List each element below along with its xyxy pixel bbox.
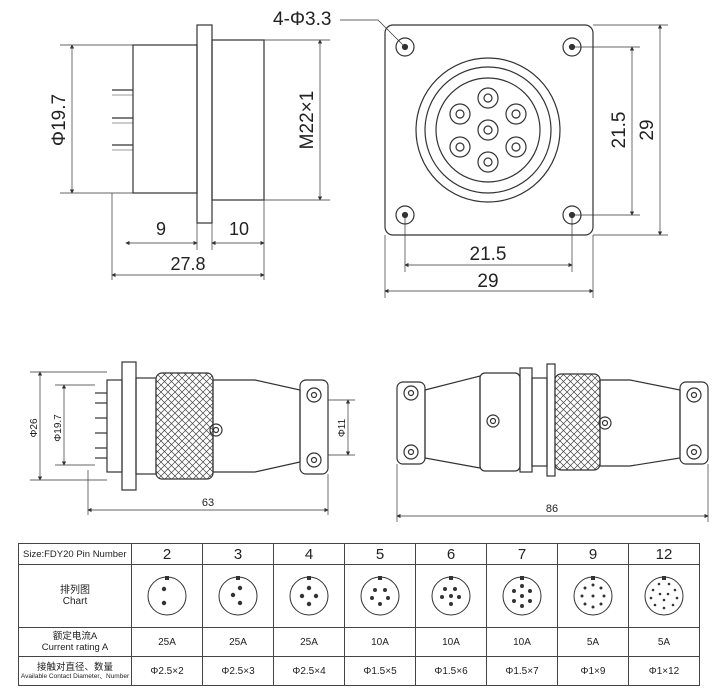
pin-count-4: 4 xyxy=(273,543,345,565)
current-row-header: 额定电流A Current rating A xyxy=(18,627,132,657)
contact-value: Φ1.5×7 xyxy=(486,656,558,686)
dim-phi-26: Φ26 xyxy=(29,418,40,438)
pin-layout-2 xyxy=(147,576,187,616)
receptacle-front-view xyxy=(340,19,668,298)
current-value: 10A xyxy=(415,627,487,657)
pin-count-12: 12 xyxy=(628,543,700,565)
pin-count-6: 6 xyxy=(415,543,487,565)
contact-value: Φ1×12 xyxy=(628,656,700,686)
chart-row-header: 排列图 Chart xyxy=(18,564,132,628)
pin-spec-table: Size:FDY20 Pin Number 2 3 4 5 6 7 9 12 排… xyxy=(18,543,700,686)
dim-phi-19-7-plug: Φ19.7 xyxy=(53,414,64,442)
contact-row-cn: 接触对直径、数量 xyxy=(36,661,113,673)
pin-count-9: 9 xyxy=(557,543,629,565)
pin-layout-4 xyxy=(289,576,329,616)
chart-row-cn: 排列图 xyxy=(60,585,90,596)
pin-layout-cell xyxy=(131,564,203,628)
table-row-contact: 接触对直径、数量 Available Contact Diameter、Numb… xyxy=(18,656,700,686)
dim-86: 86 xyxy=(546,503,558,515)
current-value: 10A xyxy=(344,627,416,657)
table-row-chart: 排列图 Chart xyxy=(18,564,700,628)
pin-layout-cell xyxy=(557,564,629,628)
table-title: Size:FDY20 Pin Number xyxy=(18,543,132,565)
current-value: 25A xyxy=(273,627,345,657)
current-row-cn: 额定电流A xyxy=(52,631,98,642)
dim-29-horizontal: 29 xyxy=(477,271,498,292)
dim-27-8: 27.8 xyxy=(170,254,205,274)
contact-value: Φ2.5×2 xyxy=(131,656,203,686)
plug-assembly-86 xyxy=(396,363,709,522)
dim-phi-19-7: Φ19.7 xyxy=(49,94,70,146)
dim-21-5-horizontal: 21.5 xyxy=(470,244,507,265)
contact-value: Φ2.5×4 xyxy=(273,656,345,686)
contact-value: Φ1.5×5 xyxy=(344,656,416,686)
pin-layout-7 xyxy=(502,576,542,616)
dim-21-5-vertical: 21.5 xyxy=(609,112,630,149)
pin-layout-9 xyxy=(573,576,613,616)
table-row-pin-number: Size:FDY20 Pin Number 2 3 4 5 6 7 9 12 xyxy=(18,543,700,565)
current-value: 5A xyxy=(557,627,629,657)
current-value: 10A xyxy=(486,627,558,657)
pin-layout-cell xyxy=(273,564,345,628)
pin-count-3: 3 xyxy=(202,543,274,565)
dim-9: 9 xyxy=(156,219,166,239)
contact-row-header: 接触对直径、数量 Available Contact Diameter、Numb… xyxy=(18,656,132,686)
contact-value: Φ1.5×6 xyxy=(415,656,487,686)
contact-value: Φ2.5×3 xyxy=(202,656,274,686)
pin-layout-3 xyxy=(218,576,258,616)
dim-holes: 4-Φ3.3 xyxy=(273,9,331,30)
dim-phi-11: Φ11 xyxy=(337,418,348,437)
pin-layout-5 xyxy=(360,576,400,616)
pin-layout-12 xyxy=(644,576,684,616)
pin-count-2: 2 xyxy=(131,543,203,565)
pin-count-7: 7 xyxy=(486,543,558,565)
dim-10: 10 xyxy=(229,219,249,239)
current-row-en: Current rating A xyxy=(41,642,109,653)
contact-value: Φ1×9 xyxy=(557,656,629,686)
chart-row-en: Chart xyxy=(62,596,88,607)
contact-row-en: Available Contact Diameter、Number xyxy=(20,672,130,680)
pin-layout-6 xyxy=(431,576,471,616)
dim-63: 63 xyxy=(202,497,214,509)
pin-layout-cell xyxy=(486,564,558,628)
pin-layout-cell xyxy=(202,564,274,628)
dim-m22: M22×1 xyxy=(297,91,318,150)
dim-29-vertical: 29 xyxy=(637,119,658,140)
pin-layout-cell xyxy=(628,564,700,628)
receptacle-side-view xyxy=(60,24,330,280)
current-value: 5A xyxy=(628,627,700,657)
current-value: 25A xyxy=(202,627,274,657)
pin-layout-cell xyxy=(415,564,487,628)
connector-drawing: Φ19.7 M22×1 9 10 27.8 xyxy=(29,9,709,522)
pin-layout-cell xyxy=(344,564,416,628)
pin-count-5: 5 xyxy=(344,543,416,565)
plug-side-view-63 xyxy=(30,361,355,515)
current-value: 25A xyxy=(131,627,203,657)
table-row-current: 额定电流A Current rating A 25A 25A 25A 10A 1… xyxy=(18,627,700,657)
